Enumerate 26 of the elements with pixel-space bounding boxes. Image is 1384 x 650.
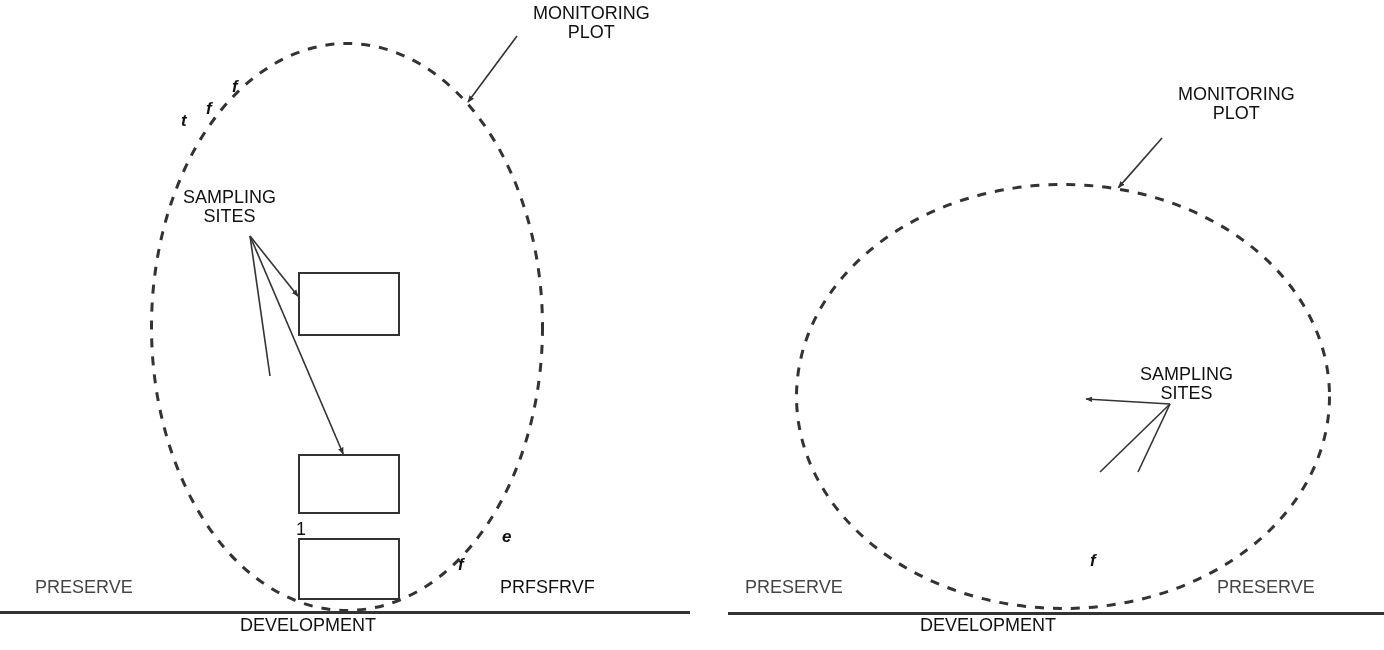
area-label: DEVELOPMENT [240, 616, 377, 634]
area-label: PRESERVE [35, 578, 133, 596]
stray-letter: t [181, 112, 187, 129]
stray-letter: f [232, 78, 238, 95]
callout-label: MONITORING PLOT [1178, 85, 1295, 123]
leader-line [249, 235, 271, 377]
area-label: DEVELOPMENT [920, 616, 1057, 634]
sampling-site-box [298, 538, 400, 600]
sampling-site-box [298, 454, 400, 514]
area-label: PRESERVE [1217, 578, 1315, 596]
leader-arrow [1085, 396, 1171, 405]
area-label: PRFSFRVF [500, 578, 595, 596]
stray-letter: f [458, 556, 464, 573]
leader-arrow [249, 235, 344, 455]
callout-label: SAMPLING SITES [183, 188, 277, 226]
callout-label: MONITORING PLOT [533, 4, 650, 42]
stray-letter: f [206, 100, 212, 117]
leader-arrow [1117, 137, 1163, 189]
sampling-site-box [298, 272, 400, 336]
callout-label: SAMPLING SITES [1140, 365, 1234, 403]
stray-letter: f [1090, 552, 1096, 569]
area-label: PRESERVE [745, 578, 843, 596]
leader-arrow [249, 235, 299, 297]
leader-arrow [467, 35, 518, 103]
stray-letter: e [502, 528, 512, 545]
area-label: 1 [296, 520, 306, 538]
